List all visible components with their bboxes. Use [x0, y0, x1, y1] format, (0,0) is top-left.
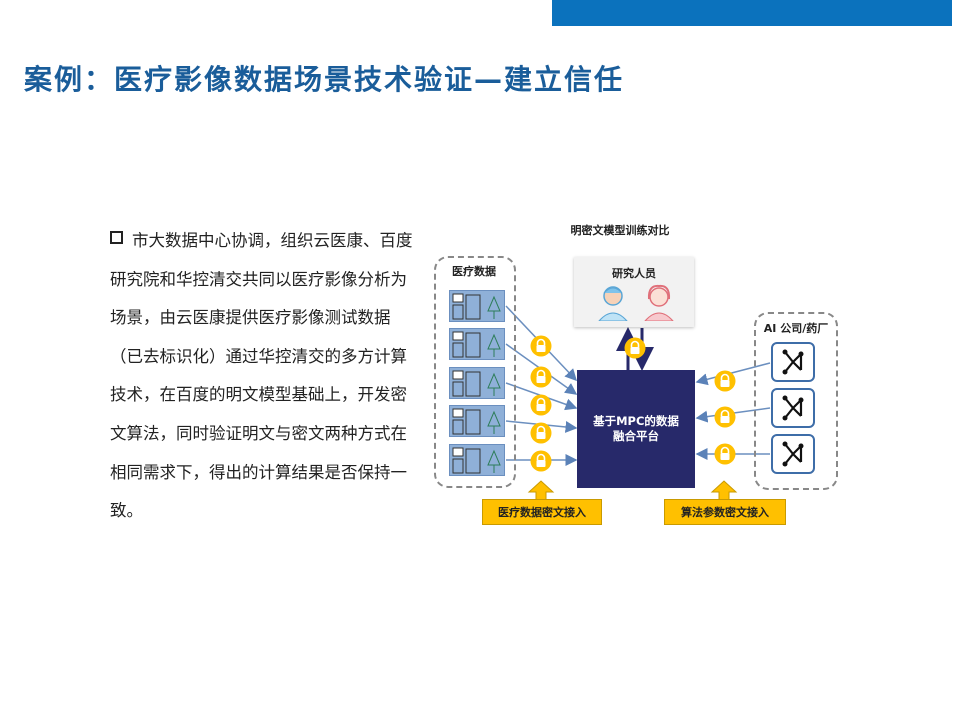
hospital-icon [452, 447, 501, 474]
hospital-card-3 [449, 367, 505, 399]
bullet-paragraph: 市大数据中心协调，组织云医康、百度研究院和华控清交共同以医疗影像分析为场景，由云… [110, 222, 420, 531]
lock-icon [530, 394, 552, 416]
square-bullet-icon [110, 231, 123, 244]
hospital-icon [452, 331, 501, 358]
hospital-card-2 [449, 328, 505, 360]
lock-icon [530, 366, 552, 388]
arrow-ai-1 [695, 362, 771, 386]
body-text: 市大数据中心协调，组织云医康、百度研究院和华控清交共同以医疗影像分析为场景，由云… [110, 231, 413, 521]
mpc-platform-box: 基于MPC的数据融合平台 [577, 370, 695, 488]
lock-icon [714, 370, 736, 392]
hospital-icon [452, 408, 501, 435]
medical-data-group: 医疗数据 [434, 256, 516, 488]
lock-icon [714, 443, 736, 465]
ai-card-1 [771, 342, 815, 382]
page-title: 案例：医疗影像数据场景技术验证—建立信任 [24, 63, 625, 96]
ai-card-2 [771, 388, 815, 428]
hospital-card-5 [449, 444, 505, 476]
top-accent-bar [552, 0, 952, 26]
research-box: 研究人员 [574, 257, 694, 327]
yellow-arrow-medical [527, 480, 555, 501]
hospital-icon [452, 293, 501, 320]
lock-icon [530, 450, 552, 472]
lock-icon [530, 335, 552, 357]
ai-logo-icon [782, 441, 804, 467]
platform-label: 基于MPC的数据融合平台 [593, 414, 679, 443]
lock-icon [530, 422, 552, 444]
ai-card-3 [771, 434, 815, 474]
yellow-arrow-algorithm [710, 480, 738, 501]
algorithm-param-access-button: 算法参数密文接入 [664, 499, 786, 525]
hospital-card-4 [449, 405, 505, 437]
ai-logo-icon [782, 395, 804, 421]
lock-icon [624, 337, 646, 359]
female-researcher-icon [644, 284, 674, 321]
ai-group-label: AI 公司/药厂 [763, 322, 829, 335]
hospital-icon [452, 370, 501, 397]
hospital-card-1 [449, 290, 505, 322]
ai-logo-icon [782, 349, 804, 375]
research-label: 研究人员 [612, 267, 656, 280]
medical-group-label: 医疗数据 [452, 265, 496, 278]
compare-label: 明密文模型训练对比 [570, 224, 670, 237]
male-researcher-icon [598, 286, 628, 321]
lock-icon [714, 406, 736, 428]
medical-data-access-button: 医疗数据密文接入 [482, 499, 602, 525]
ai-company-group: AI 公司/药厂 [754, 312, 838, 490]
